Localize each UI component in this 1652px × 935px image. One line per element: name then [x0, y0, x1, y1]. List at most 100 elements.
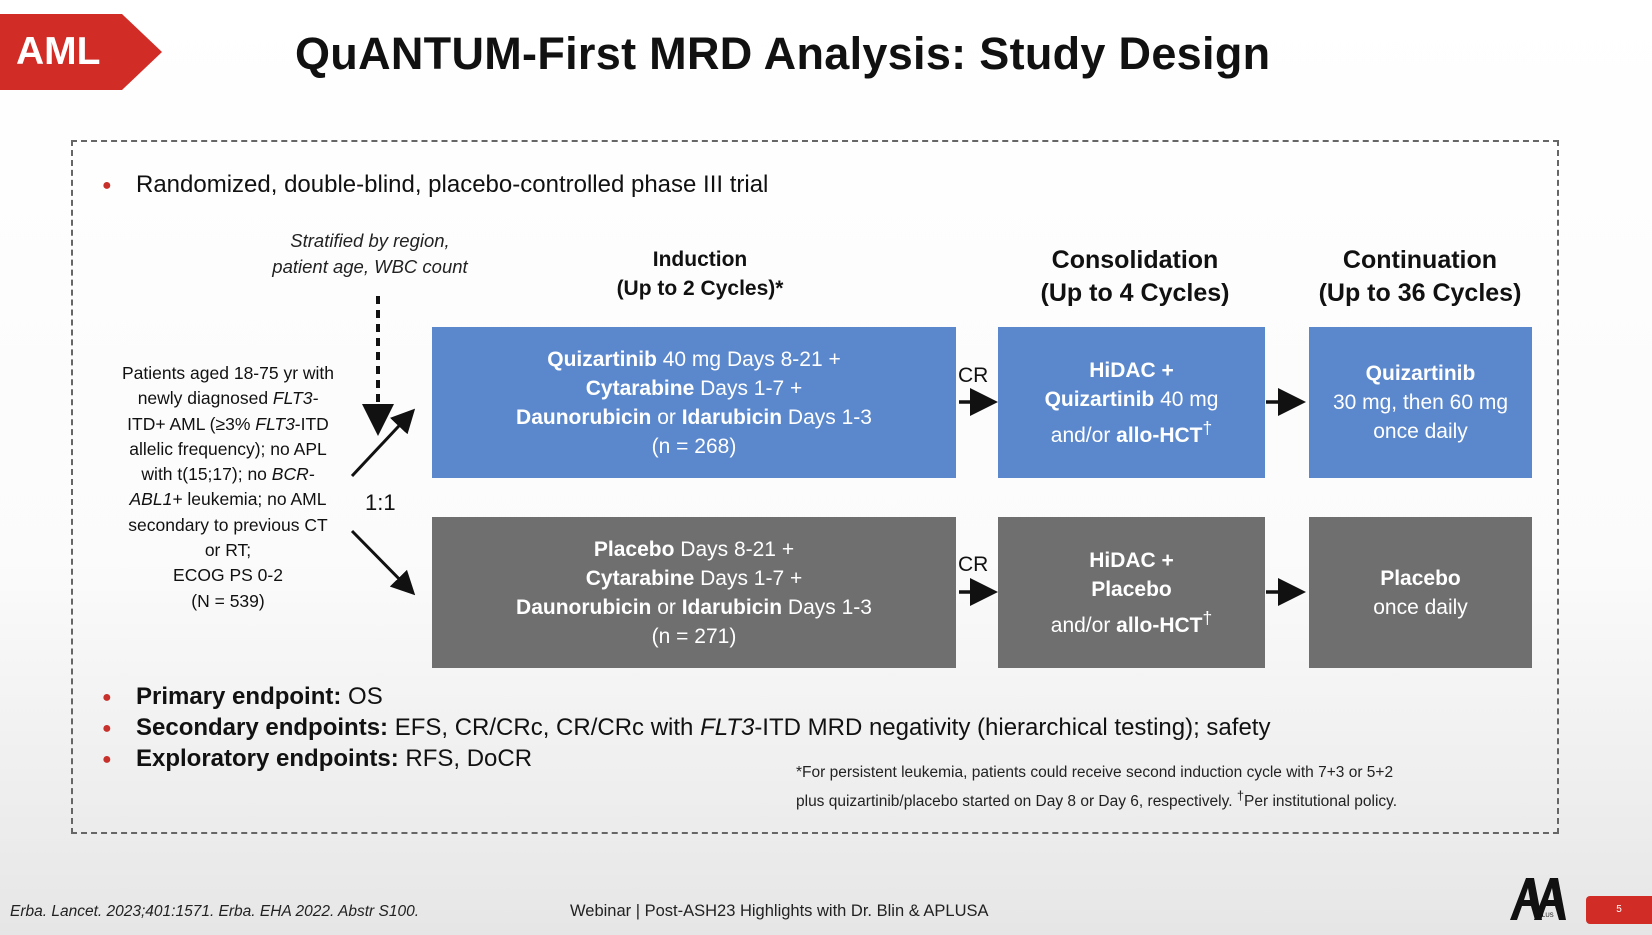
dose-text: and/or: [1050, 423, 1117, 447]
bullet-dot-icon: ●: [102, 688, 112, 706]
endpoint-label: Secondary endpoints:: [136, 714, 389, 741]
stratification-note: Stratified by region, patient age, WBC c…: [240, 228, 500, 280]
box-line: HiDAC +: [1089, 546, 1174, 575]
phase-induction-title: Induction: [652, 248, 748, 271]
badge-label: AML: [16, 30, 101, 73]
box-line: Cytarabine Days 1-7 +: [586, 374, 803, 403]
box-line: Cytarabine Days 1-7 +: [586, 564, 803, 593]
phase-induction-cycles: (Up to 2 Cycles)*: [616, 277, 784, 300]
arm2-continuation-box: Placebo once daily: [1309, 517, 1532, 668]
phase-header-consolidation: Consolidation (Up to 4 Cycles): [1000, 244, 1270, 310]
patients-line: with t(15;17); no BCR-: [100, 462, 356, 487]
phase-continuation-cycles: (Up to 36 Cycles): [1318, 279, 1522, 307]
endpoint-gene: FLT3: [700, 714, 755, 741]
box-line: Quizartinib: [1366, 359, 1476, 388]
secondary-endpoints: ● Secondary endpoints: EFS, CR/CRc, CR/CR…: [102, 714, 1270, 742]
drug-name: Quizartinib: [547, 347, 657, 371]
drug-name: Placebo: [593, 537, 675, 561]
drug-name: Idarubicin: [681, 595, 783, 619]
dose-text: Days 1-3: [782, 405, 872, 429]
dose-text: 30 mg, then 60 mg: [1332, 391, 1509, 414]
endpoint-value: OS: [341, 683, 383, 710]
patients-gene: ABL1+: [129, 489, 183, 510]
patients-text: leukemia; no AML: [182, 489, 327, 510]
citation: Erba. Lancet. 2023;401:1571. Erba. EHA 2…: [10, 903, 420, 920]
footnote-text: Per institutional policy.: [1244, 793, 1398, 811]
patients-text: -ITD: [294, 413, 329, 434]
patients-line: ITD+ AML (≥3% FLT3-ITD: [100, 412, 356, 437]
drug-name: HiDAC +: [1089, 358, 1174, 382]
box-line: HiDAC +: [1089, 356, 1174, 385]
box-line: and/or allo-HCT†: [1051, 414, 1212, 450]
drug-name: Placebo: [1091, 577, 1172, 601]
bullet-dot-icon: ●: [102, 750, 112, 768]
webinar-caption: Webinar | Post-ASH23 Highlights with Dr.…: [570, 902, 989, 920]
box-line: Daunorubicin or Idarubicin Days 1-3: [516, 403, 872, 432]
box-line: Quizartinib 40 mg Days 8-21 +: [547, 345, 841, 374]
patients-text: newly diagnosed: [137, 388, 273, 409]
dose-text: Days 8-21 +: [674, 537, 795, 561]
patients-text: with t(15;17); no: [141, 464, 272, 485]
dose-text: once daily: [1373, 420, 1468, 443]
arm1-induction-box: Quizartinib 40 mg Days 8-21 + Cytarabine…: [432, 327, 956, 478]
randomize-arrow-up: [350, 408, 416, 478]
patients-line: ECOG PS 0-2: [173, 565, 283, 586]
dose-text: or: [651, 595, 682, 619]
box-line: Daunorubicin or Idarubicin Days 1-3: [516, 593, 872, 622]
footnote-line: plus quizartinib/placebo started on Day …: [796, 784, 1556, 813]
patients-line: secondary to previous CT: [128, 514, 328, 535]
drug-name: Quizartinib: [1365, 362, 1476, 385]
patients-line: ABL1+ leukemia; no AML: [100, 487, 356, 512]
bullet-dot-icon: ●: [102, 176, 112, 194]
footnote: *For persistent leukemia, patients could…: [796, 761, 1556, 813]
slide-title: QuANTUM-First MRD Analysis: Study Design: [295, 28, 1271, 79]
drug-name: Placebo: [1380, 566, 1461, 590]
stratification-line2: patient age, WBC count: [272, 256, 468, 277]
dose-text: Days 1-3: [782, 595, 872, 619]
phase-consolidation-title: Consolidation: [1051, 246, 1219, 274]
drug-name: Quizartinib: [1044, 387, 1155, 411]
patients-gene: FLT3: [255, 413, 295, 434]
patients-gene: BCR-: [271, 464, 315, 485]
drug-name: Cytarabine: [585, 566, 695, 590]
arm2-cr-label: CR: [958, 553, 989, 576]
footnote-text: plus quizartinib/placebo started on Day …: [796, 793, 1237, 811]
patient-criteria: Patients aged 18-75 yr with newly diagno…: [100, 361, 356, 614]
content-frame: [71, 140, 1559, 834]
box-line: Placebo Days 8-21 +: [594, 535, 794, 564]
bullet-dot-icon: ●: [102, 719, 112, 737]
drug-name: Daunorubicin: [516, 595, 652, 619]
endpoint-label: Primary endpoint:: [136, 683, 342, 710]
endpoint-value: -ITD MRD negativity (hierarchical testin…: [754, 714, 1271, 741]
box-line: and/or allo-HCT†: [1051, 604, 1212, 640]
dose-text: and/or: [1050, 613, 1117, 637]
patients-line: or RT;: [204, 540, 252, 561]
page-number: 5: [1586, 896, 1652, 924]
endpoint-value: EFS, CR/CRc, CR/CRc with: [388, 714, 701, 741]
phase-consolidation-cycles: (Up to 4 Cycles): [1040, 279, 1230, 307]
dose-text: Days 1-7 +: [694, 566, 803, 590]
intro-bullet-text: Randomized, double-blind, placebo-contro…: [136, 171, 769, 198]
stratification-line1: Stratified by region,: [290, 230, 450, 251]
dose-text: 40 mg Days 8-21 +: [656, 347, 841, 371]
arm1-sample-size: (n = 268): [651, 434, 737, 458]
endpoint-label: Exploratory endpoints:: [136, 745, 399, 772]
drug-name: allo-HCT: [1116, 613, 1203, 637]
endpoint-value: RFS, DoCR: [398, 745, 533, 772]
drug-name: allo-HCT: [1116, 423, 1203, 447]
dagger-mark: †: [1236, 788, 1245, 803]
patients-line: Patients aged 18-75 yr with: [121, 363, 335, 383]
dagger-mark: †: [1202, 417, 1213, 438]
primary-endpoint: ● Primary endpoint: OS: [102, 683, 383, 711]
dagger-mark: †: [1202, 607, 1213, 628]
patients-line: newly diagnosed FLT3-: [100, 386, 356, 411]
aml-badge: AML: [0, 14, 162, 90]
dose-text: once daily: [1373, 595, 1468, 619]
dose-text: Days 1-7 +: [694, 376, 803, 400]
exploratory-endpoints: ● Exploratory endpoints: RFS, DoCR: [102, 745, 532, 773]
randomization-ratio: 1:1: [365, 490, 396, 515]
footnote-line: *For persistent leukemia, patients could…: [796, 764, 1394, 781]
patients-gene: FLT3-: [272, 388, 319, 409]
drug-name: Daunorubicin: [516, 405, 652, 429]
